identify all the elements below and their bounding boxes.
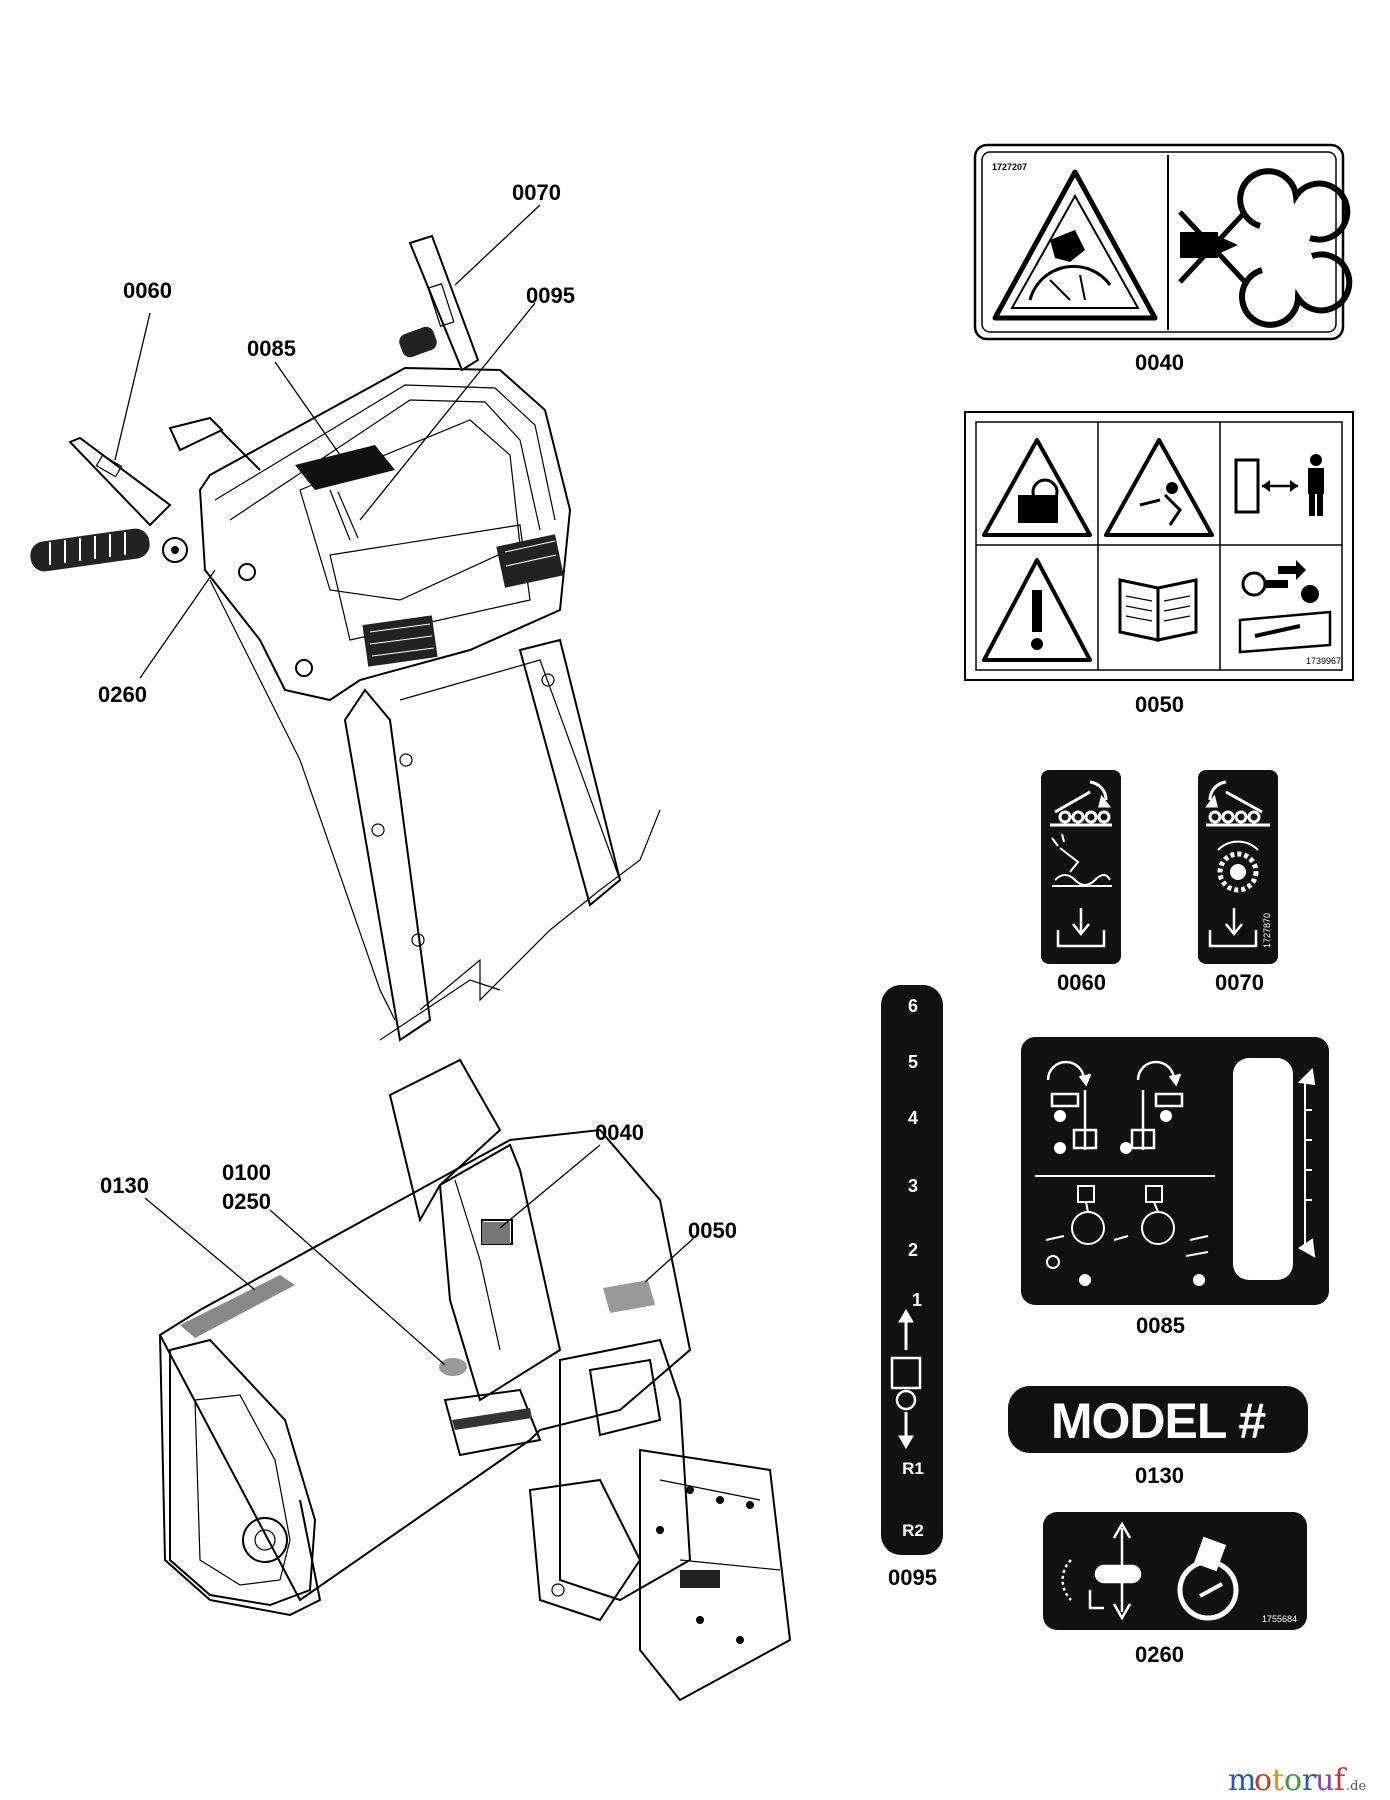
watermark-letter-u: u — [1315, 1763, 1334, 1798]
model-number-label: MODEL # — [1051, 1393, 1266, 1449]
decal-0050-number: 1739967 — [1306, 656, 1341, 666]
forward-reverse-icon — [890, 1309, 922, 1449]
upper-leader-lines — [114, 204, 541, 679]
no-hand-impeller-icon — [1178, 168, 1353, 328]
callout-0060: 0060 — [123, 278, 172, 303]
decal-0085 — [1021, 1037, 1329, 1305]
callout-0070: 0070 — [512, 180, 561, 205]
watermark-letter-o-2: o — [1284, 1763, 1302, 1798]
gear-label-1: 1 — [912, 1290, 922, 1310]
release-down-icon-2 — [1208, 908, 1258, 948]
remove-key-icon — [1238, 560, 1332, 654]
callout-0130: 0130 — [100, 1173, 149, 1198]
decal-0260: 1755684 — [1043, 1512, 1307, 1630]
decal-caption-0060: 0060 — [1057, 970, 1106, 995]
callout-0095: 0095 — [526, 283, 575, 308]
decal-caption-0260: 0260 — [1135, 1642, 1184, 1667]
decal-0070-number: 1727870 — [1262, 913, 1272, 948]
decal-caption-0070: 0070 — [1215, 970, 1264, 995]
read-manual-icon — [1118, 578, 1198, 642]
watermark-letter-t: t — [1272, 1763, 1284, 1798]
callout-0040: 0040 — [595, 1120, 644, 1145]
decal-caption-0050: 0050 — [1135, 692, 1184, 717]
gear-label-5: 5 — [908, 1052, 918, 1072]
lower-leader-lines — [144, 1144, 696, 1366]
handle-assembly-drawing — [30, 234, 661, 1042]
callout-0100: 0100 — [222, 1160, 271, 1185]
watermark-logo: m o t o r u f .de — [1228, 1763, 1366, 1798]
callout-0260: 0260 — [98, 682, 147, 707]
decal-0070: 1727870 — [1198, 770, 1278, 964]
callout-0050: 0050 — [688, 1218, 737, 1243]
watermark-letter-r: r — [1302, 1763, 1317, 1798]
choke-lever-icon — [1061, 1521, 1142, 1621]
watermark-letter-o: o — [1254, 1763, 1272, 1798]
callout-0085: 0085 — [247, 336, 296, 361]
decal-0260-number: 1755684 — [1262, 1614, 1297, 1624]
gear-label-4: 4 — [908, 1108, 918, 1128]
auger-warning-icon — [982, 438, 1092, 537]
decal-0130: MODEL # — [1008, 1386, 1308, 1453]
chute-height-scale-icon — [1297, 1067, 1316, 1258]
watermark-suffix: .de — [1346, 1779, 1366, 1794]
decal-caption-0085: 0085 — [1136, 1313, 1185, 1338]
watermark-letter-m: m — [1228, 1763, 1256, 1798]
drive-lever-icon — [1205, 780, 1270, 827]
decal-0060 — [1041, 770, 1121, 964]
wheel-drive-icon — [1217, 840, 1259, 893]
auger-housing-drawing — [158, 1058, 792, 1702]
right-grip — [399, 326, 437, 358]
gear-label-r2: R2 — [902, 1521, 924, 1540]
release-down-icon — [1056, 908, 1106, 948]
gear-label-3: 3 — [908, 1176, 918, 1196]
gear-label-r1: R1 — [902, 1459, 924, 1478]
decal-0050: 1739967 — [964, 411, 1354, 681]
thrown-object-warning-icon — [1104, 438, 1214, 537]
watermark-letter-f: f — [1334, 1763, 1347, 1798]
snow-throw-icon — [1051, 833, 1112, 887]
general-warning-icon — [982, 558, 1092, 662]
decal-caption-0130: 0130 — [1135, 1463, 1184, 1488]
gear-label-6: 6 — [908, 996, 918, 1016]
decal-caption-0040: 0040 — [1135, 350, 1184, 375]
gear-label-2: 2 — [908, 1240, 918, 1260]
left-grip — [30, 528, 188, 572]
auger-lever-icon — [1050, 780, 1112, 827]
engine-icon — [1177, 1536, 1239, 1621]
chute-tilt-icons — [1045, 1185, 1209, 1269]
safe-distance-icon — [1234, 454, 1324, 516]
hand-hazard-icon — [1028, 230, 1112, 301]
decal-0040: 1727207 — [973, 143, 1353, 341]
callout-0250: 0250 — [222, 1189, 271, 1214]
decal-0095: 6 5 4 3 2 1 R1 R2 — [881, 985, 943, 1555]
chute-rotate-icons — [1046, 1060, 1184, 1150]
decal-caption-0095: 0095 — [888, 1565, 937, 1590]
decal-0040-number: 1727207 — [992, 162, 1027, 172]
panel-decal-0085-location — [295, 445, 395, 490]
